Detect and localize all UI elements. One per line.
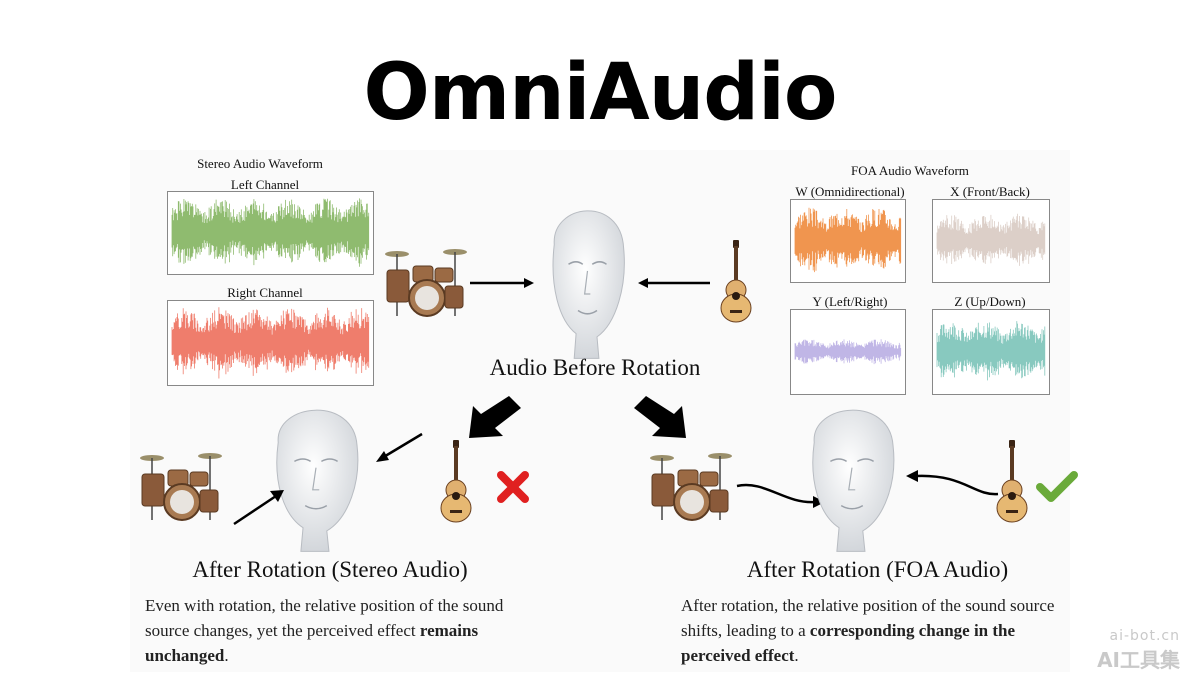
- stereo-after-description: Even with rotation, the relative positio…: [145, 593, 540, 668]
- foa-desc-text: After rotation, the relative position of…: [681, 596, 1055, 640]
- cross-icon: [497, 471, 529, 503]
- foa-x-waveform: [936, 213, 1046, 266]
- center-label: Audio Before Rotation: [489, 355, 701, 380]
- head-drawing: [276, 409, 359, 552]
- right-channel-label: Right Channel: [227, 285, 303, 300]
- arrow-down-right-icon: [634, 396, 686, 438]
- waveform-trace: [171, 307, 370, 379]
- foa-z-label: Z (Up/Down): [954, 294, 1026, 309]
- stereo-desc-text: Even with rotation, the relative positio…: [145, 596, 504, 640]
- waveform-trace: [936, 321, 1046, 381]
- arrow-down-left-icon: [469, 396, 521, 438]
- waveform-trace: [936, 213, 1046, 266]
- left-channel-waveform: [171, 198, 370, 267]
- arrow-to-ear-icon: [376, 432, 423, 462]
- drum-kit-icon-stereo: [140, 453, 222, 521]
- left-channel-plot: [167, 191, 374, 275]
- guitar-drawing: [440, 440, 472, 523]
- foa-y-plot: [790, 309, 906, 395]
- watermark-brand: AI工具集: [1097, 648, 1180, 672]
- head-sculpture-rotated-stereo: [276, 409, 359, 552]
- stereo-desc-bold: remains unchanged: [145, 621, 479, 665]
- stereo-desc-end: .: [224, 646, 229, 665]
- page-title: OmniAudio: [363, 48, 838, 138]
- foa-w-waveform: [794, 207, 902, 273]
- arrow-right-icon: [470, 278, 534, 288]
- foa-x-label: X (Front/Back): [950, 184, 1030, 199]
- head-drawing: [552, 210, 625, 359]
- drum-kit-icon: [385, 249, 467, 317]
- foa-after-heading: After Rotation (FOA Audio): [746, 557, 1009, 582]
- guitar-drawing: [720, 240, 752, 323]
- waveform-trace: [171, 198, 370, 267]
- drum-kit-icon-foa: [650, 453, 732, 521]
- waveform-trace: [794, 339, 902, 365]
- foa-y-label: Y (Left/Right): [812, 294, 888, 309]
- head-drawing: [812, 409, 895, 552]
- drum-kit-drawing: [385, 249, 467, 317]
- foa-desc-end: .: [794, 646, 799, 665]
- foa-heading: FOA Audio Waveform: [851, 163, 969, 178]
- drum-kit-drawing: [140, 453, 222, 521]
- stereo-heading: Stereo Audio Waveform: [197, 156, 323, 171]
- watermark: ai-bot.cn AI工具集: [1040, 628, 1180, 673]
- stereo-after-heading: After Rotation (Stereo Audio): [192, 557, 468, 582]
- guitar-icon-stereo: [440, 440, 472, 523]
- drum-kit-drawing: [650, 453, 732, 521]
- right-channel-plot: [167, 300, 374, 386]
- foa-y-waveform: [794, 339, 902, 365]
- guitar-drawing: [996, 440, 1028, 523]
- foa-x-plot: [932, 199, 1050, 283]
- foa-w-label: W (Omnidirectional): [795, 184, 905, 199]
- guitar-icon-foa: [996, 440, 1028, 523]
- left-channel-label: Left Channel: [230, 177, 300, 192]
- watermark-url: ai-bot.cn: [1109, 628, 1180, 644]
- foa-z-waveform: [936, 321, 1046, 381]
- foa-desc-bold: corresponding change in the perceived ef…: [681, 621, 1016, 665]
- guitar-icon: [720, 240, 752, 323]
- head-sculpture-rotated-foa: [812, 409, 895, 552]
- waveform-trace: [794, 207, 902, 273]
- check-icon: [1036, 471, 1078, 502]
- arrow-left-icon: [638, 278, 710, 288]
- foa-after-description: After rotation, the relative position of…: [681, 593, 1076, 668]
- curved-arrow-left-icon: [736, 483, 825, 508]
- arrow-to-head-icon: [233, 490, 284, 526]
- curved-arrow-right-icon: [906, 470, 999, 496]
- foa-w-plot: [790, 199, 906, 283]
- right-channel-waveform: [171, 307, 370, 379]
- head-sculpture-center: [552, 210, 625, 359]
- foa-z-plot: [932, 309, 1050, 395]
